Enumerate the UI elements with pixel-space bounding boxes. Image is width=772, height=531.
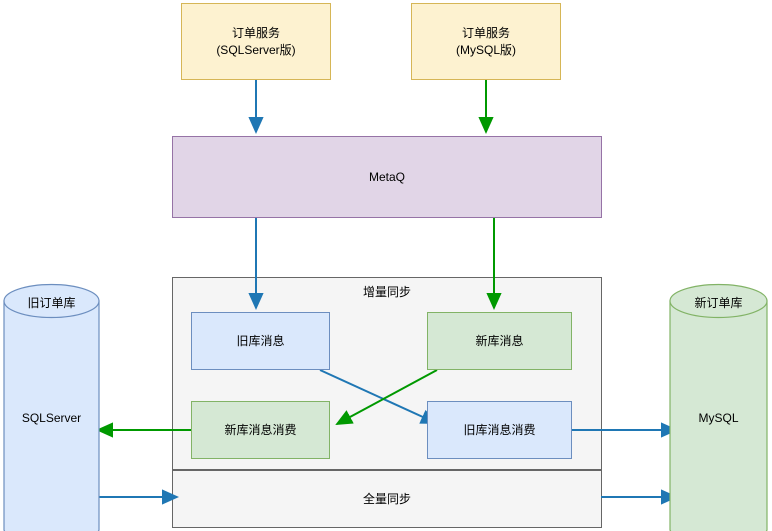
node-old-db-message-label: 旧库消息 [236,333,285,348]
node-order-service-mysql[interactable]: 订单服务 (MySQL版) [411,3,561,80]
node-old-db-message-consume-label: 旧库消息消费 [463,422,536,437]
node-new-order-db-title: 新订单库 [694,296,743,310]
node-new-order-db-engine: MySQL [698,411,739,425]
node-old-order-db-engine: SQLServer [21,411,82,425]
node-order-service-sqlserver-label: 订单服务 (SQLServer版) [216,25,296,57]
node-new-db-message-label: 新库消息 [475,333,524,348]
node-new-db-message[interactable]: 新库消息 [427,312,572,370]
group-full-sync: 全量同步 [172,470,602,528]
node-new-db-message-consume-label: 新库消息消费 [224,422,297,437]
cylinder-shape-new-order-db [669,283,768,531]
node-order-service-sqlserver[interactable]: 订单服务 (SQLServer版) [181,3,331,80]
node-order-service-mysql-label: 订单服务 (MySQL版) [455,25,516,57]
node-new-db-message-consume[interactable]: 新库消息消费 [191,401,330,459]
node-metaq-label: MetaQ [368,169,405,184]
group-full-sync-label: 全量同步 [362,491,411,506]
node-old-order-db[interactable]: 旧订单库 SQLServer [3,283,100,531]
node-metaq[interactable]: MetaQ [172,136,602,218]
node-old-order-db-title: 旧订单库 [27,296,76,310]
cylinder-shape-old-order-db [3,283,100,531]
node-old-db-message[interactable]: 旧库消息 [191,312,330,370]
node-old-db-message-consume[interactable]: 旧库消息消费 [427,401,572,459]
group-incremental-sync-label: 增量同步 [362,285,411,299]
node-new-order-db[interactable]: 新订单库 MySQL [669,283,768,531]
